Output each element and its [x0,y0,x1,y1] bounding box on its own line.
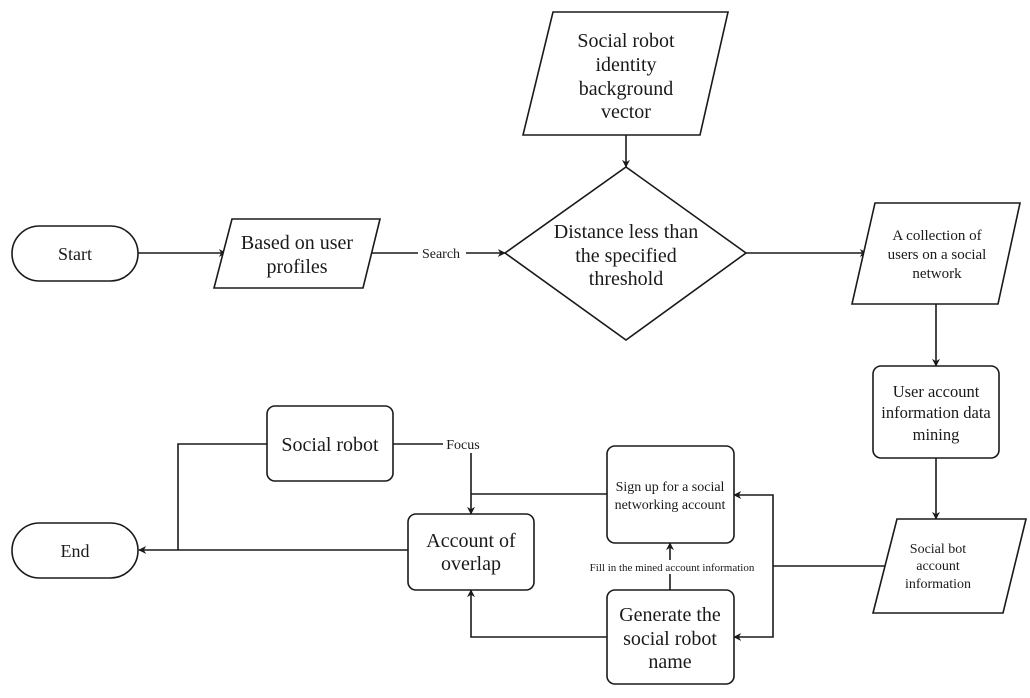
edge-label-fill-in: Fill in the mined account information [583,560,761,574]
node-distance-check-label-2: the specified [575,245,677,267]
node-generate-name-label-1: Generate the [619,604,721,626]
node-distance-check[interactable]: Distance less than the specified thresho… [503,166,748,341]
node-sign-up-label-2: networking account [615,498,726,513]
edge-label-search-text: Search [422,247,460,262]
node-start[interactable]: Start [11,225,139,282]
node-end[interactable]: End [11,522,139,579]
node-data-mining-label-3: mining [913,425,960,444]
node-overlap[interactable]: Account of overlap [407,513,535,591]
node-overlap-label-2: overlap [441,553,501,575]
node-identity-vector-label-1: Social robot [577,30,675,52]
node-generate-name-label-2: social robot [623,628,717,650]
edges [138,135,940,641]
node-identity-vector[interactable]: Social robot identity background vector [521,11,730,136]
node-generate-name-label-3: name [648,651,691,673]
node-bot-info-label-1: Social bot [910,542,966,557]
node-distance-check-label-3: threshold [589,268,663,290]
node-overlap-label-1: Account of [426,530,516,552]
node-generate-name[interactable]: Generate the social robot name [606,589,735,685]
edge-botinfo-to-generate [733,566,774,641]
node-end-label: End [61,541,90,561]
node-user-collection-label-2: users on a social [888,247,987,263]
node-user-profiles-label-2: profiles [266,256,327,278]
edge-label-focus: Focus [443,435,483,453]
node-user-profiles-label-1: Based on user [241,232,354,254]
node-sign-up-label-1: Sign up for a social [616,480,725,495]
edge-label-focus-text: Focus [446,438,479,453]
node-social-robot-label: Social robot [281,434,379,456]
node-identity-vector-label-4: vector [601,101,651,123]
node-user-collection[interactable]: A collection of users on a social networ… [850,202,1021,305]
edge-label-fill-in-text: Fill in the mined account information [590,562,755,574]
node-sign-up[interactable]: Sign up for a social networking account [606,445,735,544]
node-user-collection-label-3: network [912,266,962,282]
edge-socialrobot-to-end [177,443,267,550]
node-identity-vector-label-3: background [579,78,673,100]
node-data-mining-label-2: information data [881,403,991,422]
node-bot-info[interactable]: Social bot account information [871,518,1028,614]
edge-focus-to-overlap [393,443,475,515]
node-social-robot[interactable]: Social robot [266,405,394,482]
edge-generate-to-overlap [467,589,607,638]
node-identity-vector-label-2: identity [595,54,656,76]
edge-label-search: Search [418,243,466,263]
node-bot-info-label-3: information [905,577,971,592]
node-user-collection-label-1: A collection of [892,228,981,244]
node-bot-info-label-2: account [916,559,960,574]
node-data-mining-label-1: User account [893,382,980,401]
node-start-label: Start [58,244,92,264]
node-user-profiles[interactable]: Based on user profiles [212,218,382,289]
node-distance-check-label-1: Distance less than [554,221,698,243]
edge-botinfo-to-signup [733,491,774,566]
node-data-mining[interactable]: User account information data mining [872,365,1000,459]
